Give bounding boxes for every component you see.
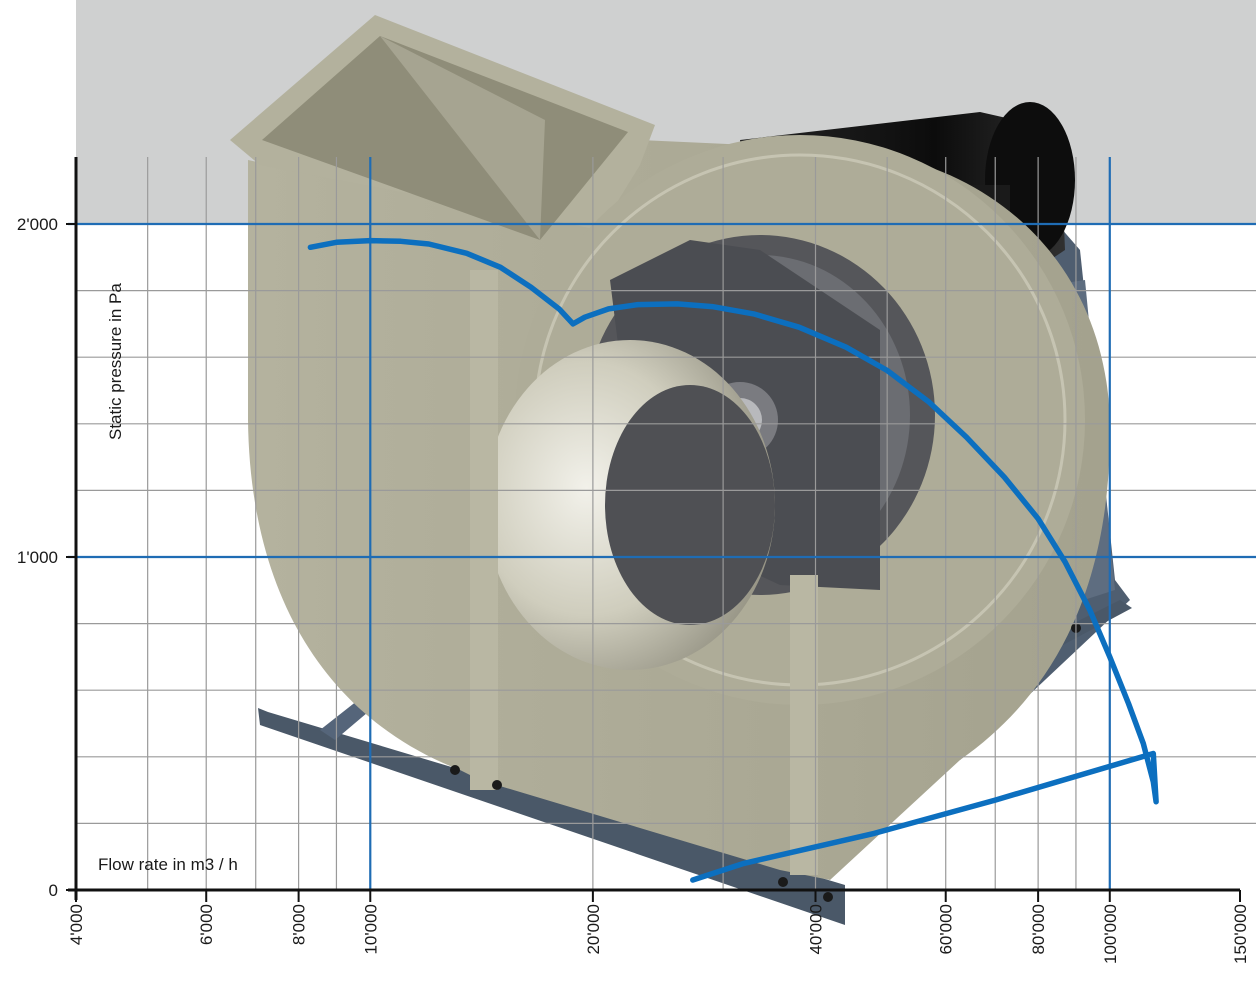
x-tick-labels: 4'000 6'000 8'000 10'000 20'000 40'000 60'000 8… xyxy=(67,890,1250,964)
x-tick-label: 100'000 xyxy=(1101,904,1120,964)
x-tick-label: 40'000 xyxy=(807,904,826,955)
axes xyxy=(68,157,1240,900)
y-tick-label: 1'000 xyxy=(17,548,58,567)
centrifugal-fan-illustration xyxy=(76,0,1256,925)
fan-inlet-cone xyxy=(485,340,775,670)
x-tick-label: 10'000 xyxy=(361,904,380,955)
x-tick-label: 80'000 xyxy=(1029,904,1048,955)
y-axis-label: Static pressure in Pa xyxy=(106,283,125,440)
x-tick-label: 8'000 xyxy=(290,904,309,945)
y-tick-labels: 0 1'000 2'000 xyxy=(17,215,76,900)
housing-rib-left xyxy=(470,270,498,790)
x-tick-label: 4'000 xyxy=(67,904,86,945)
y-tick-label: 0 xyxy=(49,881,58,900)
base-rail xyxy=(258,708,845,925)
series-layer xyxy=(307,237,1159,883)
y-tick-label: 2'000 xyxy=(17,215,58,234)
housing-rib-right xyxy=(790,575,818,875)
fan-performance-curve xyxy=(307,237,1159,883)
x-tick-label: 150'000 xyxy=(1231,904,1250,964)
x-tick-label: 20'000 xyxy=(584,904,603,955)
x-axis-label: Flow rate in m3 / h xyxy=(98,855,238,874)
x-tick-label: 60'000 xyxy=(937,904,956,955)
x-tick-label: 6'000 xyxy=(197,904,216,945)
